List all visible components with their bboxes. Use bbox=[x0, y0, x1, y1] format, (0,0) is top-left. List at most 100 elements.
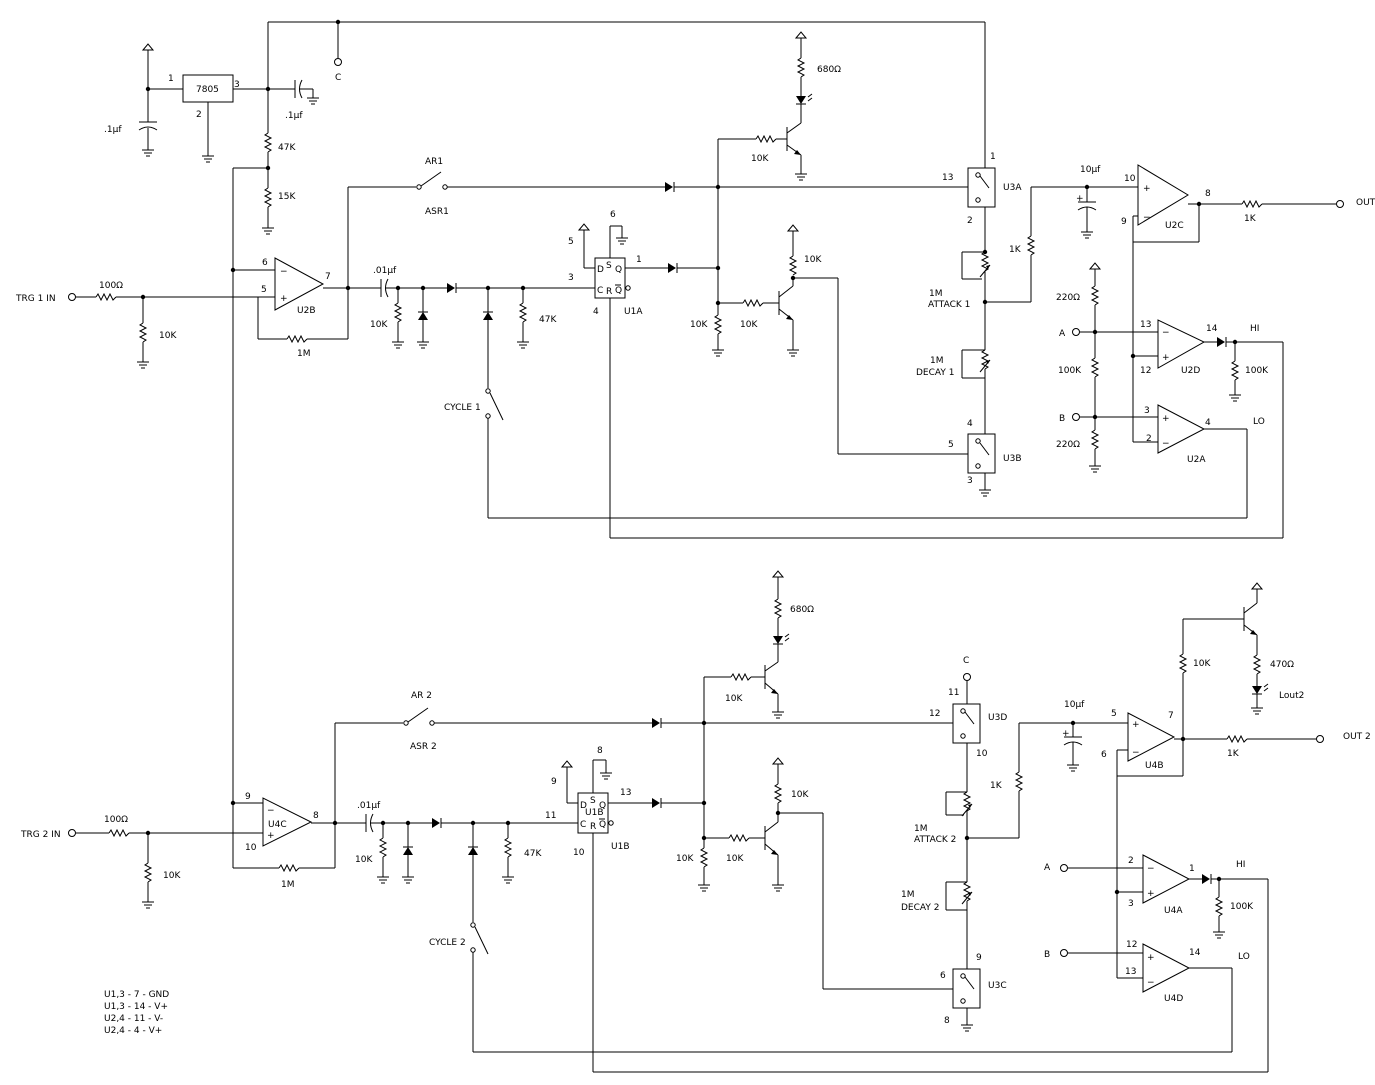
svg-text:47K: 47K bbox=[539, 315, 557, 325]
svg-text:13: 13 bbox=[942, 173, 953, 183]
svg-text:10: 10 bbox=[976, 749, 988, 759]
svg-text:U4C: U4C bbox=[268, 820, 287, 830]
svg-text:+: + bbox=[1143, 184, 1151, 194]
svg-text:−: − bbox=[1143, 213, 1151, 223]
svg-text:10K: 10K bbox=[751, 154, 769, 164]
svg-text:10K: 10K bbox=[791, 790, 809, 800]
trg2-label: TRG 2 IN bbox=[20, 830, 61, 840]
svg-text:7: 7 bbox=[325, 272, 331, 282]
ch2-lo-comparator-u4d bbox=[1142, 943, 1191, 993]
svg-text:+: + bbox=[1147, 889, 1155, 899]
svg-text:1M: 1M bbox=[914, 824, 928, 834]
power-supply: .1µf 1 7805 2 3 .1µf C 47K 15K bbox=[104, 19, 985, 833]
svg-text:4: 4 bbox=[967, 419, 973, 429]
svg-text:Q: Q bbox=[599, 820, 606, 830]
svg-text:9: 9 bbox=[551, 777, 557, 787]
svg-text:10: 10 bbox=[573, 848, 585, 858]
svg-text:1: 1 bbox=[168, 74, 174, 84]
svg-text:6: 6 bbox=[1101, 750, 1107, 760]
svg-text:U1B: U1B bbox=[611, 842, 630, 852]
trg2-input-terminal bbox=[68, 829, 76, 837]
svg-text:100Ω: 100Ω bbox=[104, 815, 128, 825]
svg-text:10K: 10K bbox=[159, 331, 177, 341]
svg-text:5: 5 bbox=[1111, 709, 1117, 719]
svg-text:5: 5 bbox=[568, 237, 574, 247]
svg-text:1: 1 bbox=[636, 255, 642, 265]
svg-text:10: 10 bbox=[245, 843, 257, 853]
svg-text:4: 4 bbox=[593, 307, 599, 317]
svg-text:13: 13 bbox=[1125, 967, 1136, 977]
svg-text:1: 1 bbox=[990, 152, 996, 162]
svg-text:9: 9 bbox=[245, 792, 251, 802]
ch2-buffer-u4b bbox=[1127, 712, 1176, 762]
svg-text:R: R bbox=[590, 822, 596, 832]
svg-text:9: 9 bbox=[1121, 217, 1127, 227]
svg-text:ASR 2: ASR 2 bbox=[410, 742, 437, 752]
trg1-input-terminal bbox=[68, 293, 76, 301]
ch1-decay-pot bbox=[980, 349, 990, 370]
svg-text:C: C bbox=[335, 73, 341, 83]
ch1-out-label: OUT bbox=[1356, 198, 1375, 208]
svg-text:1K: 1K bbox=[1009, 245, 1022, 255]
ch1-hi-comparator-u2d bbox=[1157, 319, 1206, 369]
svg-text:100K: 100K bbox=[1245, 366, 1269, 376]
svg-text:+: + bbox=[1147, 953, 1155, 963]
svg-text:2: 2 bbox=[967, 216, 973, 226]
svg-text:11: 11 bbox=[948, 688, 959, 698]
svg-text:8: 8 bbox=[1205, 189, 1211, 199]
svg-text:3: 3 bbox=[1144, 406, 1150, 416]
svg-text:AR 2: AR 2 bbox=[411, 691, 432, 701]
svg-text:D: D bbox=[597, 265, 604, 275]
svg-text:10K: 10K bbox=[370, 320, 388, 330]
ch1-r-in bbox=[95, 292, 117, 302]
svg-text:3: 3 bbox=[234, 80, 240, 90]
svg-text:10K: 10K bbox=[804, 255, 822, 265]
svg-text:U2B: U2B bbox=[297, 306, 316, 316]
svg-text:6: 6 bbox=[262, 258, 268, 268]
svg-text:−: − bbox=[1147, 978, 1155, 988]
ch2-comparator-u4c bbox=[262, 797, 313, 847]
svg-text:100Ω: 100Ω bbox=[99, 281, 123, 291]
note-line: U1,3 - 14 - V+ bbox=[104, 1002, 168, 1012]
svg-text:9: 9 bbox=[976, 953, 982, 963]
svg-text:10: 10 bbox=[1124, 174, 1136, 184]
ch1-lo-comparator-u2a bbox=[1157, 404, 1206, 454]
svg-text:8: 8 bbox=[313, 811, 319, 821]
svg-text:−: − bbox=[1162, 328, 1170, 338]
svg-text:3: 3 bbox=[1128, 899, 1134, 909]
svg-text:10K: 10K bbox=[163, 871, 181, 881]
svg-text:+: + bbox=[1162, 353, 1170, 363]
svg-text:Q: Q bbox=[599, 801, 606, 811]
vplus-symbol bbox=[141, 43, 155, 51]
svg-text:2: 2 bbox=[1146, 434, 1152, 444]
svg-text:11: 11 bbox=[545, 811, 556, 821]
svg-text:10µf: 10µf bbox=[1064, 700, 1085, 710]
channel-2: TRG 2 IN 100Ω 10K − + U4C 9 10 8 1M AR 2… bbox=[20, 570, 1371, 1073]
ground-symbol bbox=[142, 149, 154, 157]
svg-text:+: + bbox=[1162, 414, 1170, 424]
cap-in-label: .1µf bbox=[104, 125, 122, 135]
svg-text:ATTACK 1: ATTACK 1 bbox=[928, 300, 970, 310]
svg-text:ATTACK 2: ATTACK 2 bbox=[914, 835, 956, 845]
svg-text:.1µf: .1µf bbox=[285, 111, 303, 121]
svg-text:U4B: U4B bbox=[1145, 761, 1164, 771]
svg-text:100K: 100K bbox=[1230, 902, 1254, 912]
svg-text:U3B: U3B bbox=[1003, 454, 1022, 464]
svg-text:.01µf: .01µf bbox=[373, 266, 397, 276]
svg-text:12: 12 bbox=[929, 709, 940, 719]
svg-text:10K: 10K bbox=[726, 854, 744, 864]
ch2-hi-comparator-u4a bbox=[1142, 854, 1191, 904]
svg-text:C: C bbox=[963, 656, 969, 666]
svg-text:S: S bbox=[590, 796, 596, 806]
svg-text:DECAY 1: DECAY 1 bbox=[916, 368, 954, 378]
svg-text:220Ω: 220Ω bbox=[1056, 440, 1080, 450]
svg-text:HI: HI bbox=[1250, 324, 1259, 334]
svg-text:−: − bbox=[280, 267, 288, 277]
svg-text:220Ω: 220Ω bbox=[1056, 293, 1080, 303]
svg-text:1: 1 bbox=[1189, 864, 1195, 874]
svg-text:U3D: U3D bbox=[988, 713, 1007, 723]
svg-text:6: 6 bbox=[610, 210, 616, 220]
svg-text:+: + bbox=[1132, 720, 1140, 730]
svg-text:B: B bbox=[1044, 950, 1050, 960]
